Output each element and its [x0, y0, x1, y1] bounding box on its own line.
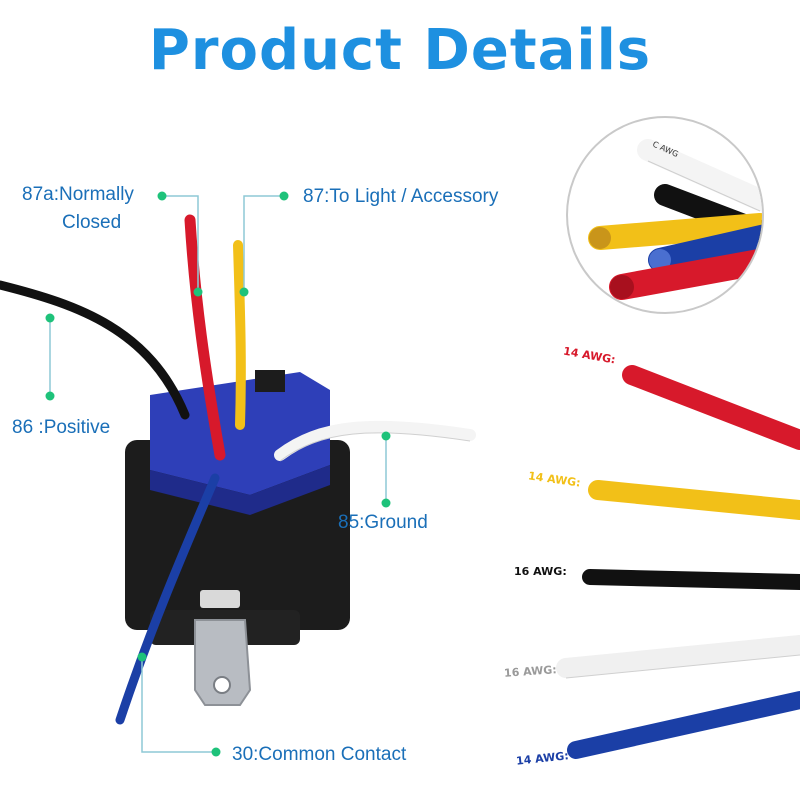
wire-yellow — [233, 240, 246, 430]
wire-end-inset: C AWG — [566, 116, 764, 314]
relay-top-cap — [150, 372, 330, 495]
relay-body — [125, 370, 350, 706]
wire-black — [0, 280, 190, 420]
label-87a-line2: Closed — [62, 212, 122, 233]
page-title: Product Details — [148, 18, 652, 83]
mounting-bracket — [194, 619, 252, 706]
gauge-wire-blue — [567, 691, 800, 759]
wire-white — [274, 420, 476, 461]
gauge-wire-yellow — [588, 480, 800, 520]
label-86: 86 :Positive — [12, 417, 111, 438]
gauge-wire-red — [622, 365, 800, 450]
leader-lines — [49, 195, 387, 753]
gauge-wires — [556, 365, 800, 759]
label-85: 85:Ground — [338, 512, 428, 533]
wire-red — [184, 214, 226, 461]
gauge-label-black: 16 AWG: — [514, 565, 567, 578]
gauge-wire-black — [582, 569, 800, 590]
label-87a-line1: 87a:Normally — [22, 184, 134, 205]
relay-latch — [200, 590, 240, 608]
wire-blue — [115, 473, 220, 725]
relay-clip — [255, 370, 285, 392]
gauge-wire-white — [556, 635, 800, 678]
label-87: 87:To Light / Accessory — [303, 186, 499, 207]
pin-dots — [45, 191, 391, 757]
label-30: 30:Common Contact — [232, 744, 407, 765]
